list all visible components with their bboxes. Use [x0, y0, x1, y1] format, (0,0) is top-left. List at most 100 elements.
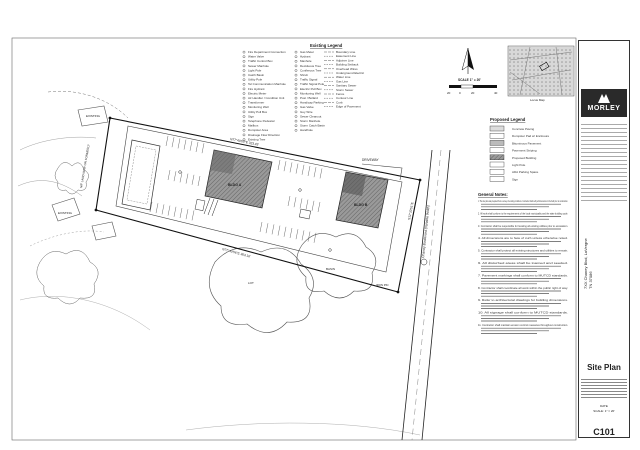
legend-item-label: Fire Department Connection — [248, 50, 286, 54]
light-pole-icon — [328, 248, 332, 252]
legend-symbol-icon — [294, 101, 298, 104]
lot-label: LOT — [248, 281, 254, 285]
parking-stripe — [179, 207, 183, 219]
parking-stripe — [307, 165, 311, 177]
parking-stripe — [277, 225, 281, 236]
legend-symbol-icon — [242, 115, 246, 118]
proposed-legend-swatch — [489, 161, 505, 168]
legend-symbol-icon — [242, 83, 246, 86]
parking-stripe — [313, 167, 317, 178]
legend-symbol-icon — [242, 60, 246, 63]
legend-item-label: Storm Sewer — [336, 88, 353, 92]
legend-symbol-icon — [294, 83, 298, 86]
legend-item-label: Monitoring Well — [300, 91, 321, 95]
legend-symbol-icon — [242, 78, 246, 81]
proposed-legend-swatch — [489, 132, 505, 139]
legend-item-label: Water Line — [336, 75, 351, 79]
legend-symbol-icon — [242, 87, 246, 91]
legend-symbol-icon — [242, 73, 246, 77]
revision-table — [581, 377, 627, 399]
legend-symbol-icon — [294, 55, 298, 59]
parking-stripe — [299, 198, 303, 209]
parking-stripe — [185, 173, 189, 184]
locus-map-caption: Locus Map — [530, 98, 545, 102]
dumpster-pad — [298, 208, 312, 220]
legend-item-label: Curb — [336, 100, 343, 104]
legend-symbol-icon — [294, 78, 298, 81]
locus-road — [509, 51, 573, 61]
locus-road — [555, 46, 563, 96]
proposed-legend-label: Proposed Building — [512, 156, 537, 160]
parking-lot-curb — [115, 125, 403, 273]
bearing-top-label: N77°49'09"E 323.43' — [230, 137, 260, 147]
legend-item-label: Fire Hydrant — [248, 87, 265, 91]
locus-road — [519, 46, 531, 96]
parking-stripes — [149, 135, 323, 243]
legend-symbol-icon — [242, 69, 246, 72]
parking-stripe — [259, 221, 263, 233]
date-field: DATE — [600, 404, 608, 408]
legend-item-label: Shrub — [300, 73, 308, 77]
bearing-side-label: S12°10'51"E — [407, 202, 414, 220]
parking-stripe — [201, 143, 205, 154]
legend-item-label: Gas Valve — [300, 105, 314, 109]
parking-stripe — [277, 159, 281, 171]
legend-item-label: Guy Wire — [300, 110, 313, 114]
legend-item-label: Storm Catch Basin — [300, 124, 325, 128]
legend-item-label: Tel Communication Manhole — [248, 82, 286, 86]
proposed-legend: Proposed Legend Concrete PavingDumpster … — [489, 117, 550, 182]
detention-basin — [121, 139, 161, 211]
existing-label: EXISTING — [86, 114, 101, 118]
scale-tick: 20 — [471, 91, 475, 95]
parking-stripe — [191, 174, 195, 185]
adjacent-building — [77, 105, 109, 127]
legend-item-label: Sign — [248, 114, 254, 118]
legend-item-label: Utility Pole — [248, 78, 263, 82]
legend-item-label: Contour Line — [336, 96, 354, 100]
parking-stripe — [185, 209, 189, 220]
legend-symbol-icon — [294, 92, 298, 95]
legend-symbol-icon — [294, 106, 298, 109]
legend-symbol-icon — [294, 60, 298, 63]
title-block-notes — [581, 121, 627, 209]
general-note: 4. All dimensions are to face of curb un… — [478, 236, 568, 240]
parking-stripe — [177, 138, 181, 149]
existing-legend: Existing Legend Fire Department Connecti… — [242, 43, 365, 141]
legend-item-label: Hydrant — [300, 55, 311, 59]
legend-symbol-icon — [294, 115, 298, 118]
road-label: Chaney Boulevard (Variable Width) — [421, 205, 431, 258]
road-edge — [421, 149, 451, 441]
basin-label: BASIN — [326, 267, 335, 271]
proposed-legend-swatch — [489, 168, 505, 175]
parking-stripe — [167, 205, 171, 216]
general-notes-body: 1. The site plan was prepared from a sur… — [478, 199, 568, 334]
legend-item-label: Water Valve — [248, 55, 264, 59]
proposed-legend-swatch — [489, 176, 505, 182]
parking-stripe — [313, 232, 317, 243]
parking-stripe — [319, 168, 323, 179]
legend-symbol-icon — [294, 96, 298, 100]
locus-road — [511, 69, 571, 81]
existing-tree-cluster — [36, 250, 99, 305]
proposed-legend-label: ADA Parking Space — [512, 170, 539, 174]
general-note: 7. Pavement markings shall conform to MU… — [478, 273, 568, 277]
firm-logo-block: MORLEY — [581, 89, 627, 117]
legend-item-label: Mailbox — [248, 124, 259, 128]
light-pole-icon — [178, 170, 182, 174]
legend-item-label: Light Pole — [248, 68, 262, 72]
parking-stripe — [195, 141, 199, 153]
bearing-bottom-label: N77°43'56"E 363.16' — [222, 247, 252, 259]
general-note: 10. All signage shall conform to MUTCD s… — [478, 311, 568, 315]
general-note: 2. All work shall conform to the require… — [478, 211, 568, 215]
proposed-legend-label: Concrete Paving — [512, 127, 535, 131]
general-notes: General Notes: 1. The site plan was prep… — [478, 192, 568, 334]
proposed-legend-swatch — [489, 125, 505, 132]
legend-item-label: Traffic Control Box — [248, 59, 273, 63]
general-note: 8. Contractor shall coordinate all work … — [478, 286, 568, 290]
parking-stripe — [311, 200, 315, 211]
project-address: 7XX Chaney Blvd, LaVergne TN 37086 — [583, 238, 623, 289]
legend-symbol-icon — [294, 124, 298, 127]
